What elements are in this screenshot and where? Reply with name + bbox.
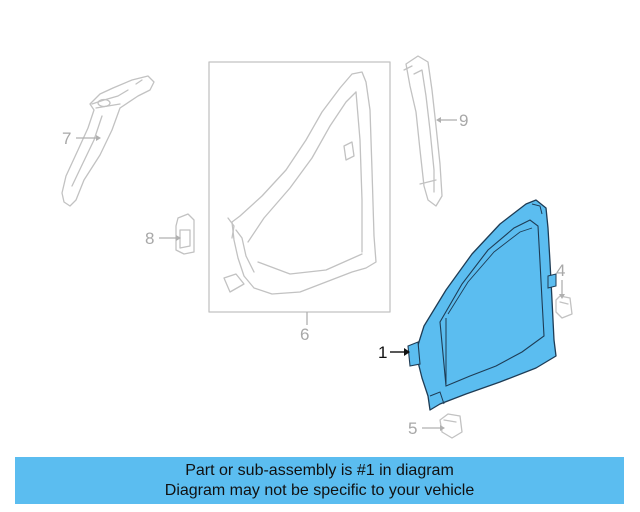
parts-diagram: 7 8 6 9 4 5 <box>61 55 573 439</box>
callout-1: 1 <box>378 343 387 362</box>
part-7-pillar-reinforcement <box>61 75 155 207</box>
diagram-notice-banner: Part or sub-assembly is #1 in diagram Di… <box>15 457 624 504</box>
banner-line-1: Part or sub-assembly is #1 in diagram <box>185 461 454 479</box>
leader-1-arrowhead <box>404 348 410 356</box>
leader-5-arrowhead <box>440 425 445 431</box>
callout-5: 5 <box>408 419 417 438</box>
part-6-inner-pillar-assembly <box>223 71 377 295</box>
part-8-bracket <box>175 213 195 255</box>
callout-4: 4 <box>556 261 565 280</box>
part-6-frame <box>208 61 391 313</box>
part-9-pillar-trim <box>403 55 443 207</box>
leader-7-arrowhead <box>96 135 101 141</box>
callout-6: 6 <box>300 325 309 344</box>
banner-line-2: Diagram may not be specific to your vehi… <box>164 481 475 499</box>
leader-9-arrowhead <box>436 117 441 123</box>
part-1-body-side-pillar <box>407 199 557 411</box>
callout-8: 8 <box>145 229 154 248</box>
part-4-clip <box>555 295 573 319</box>
part-5-bracket <box>439 413 463 439</box>
callout-7: 7 <box>62 129 71 148</box>
leader-8-arrowhead <box>176 235 181 241</box>
leader-4-arrowhead <box>559 294 565 299</box>
callout-9: 9 <box>459 111 468 130</box>
